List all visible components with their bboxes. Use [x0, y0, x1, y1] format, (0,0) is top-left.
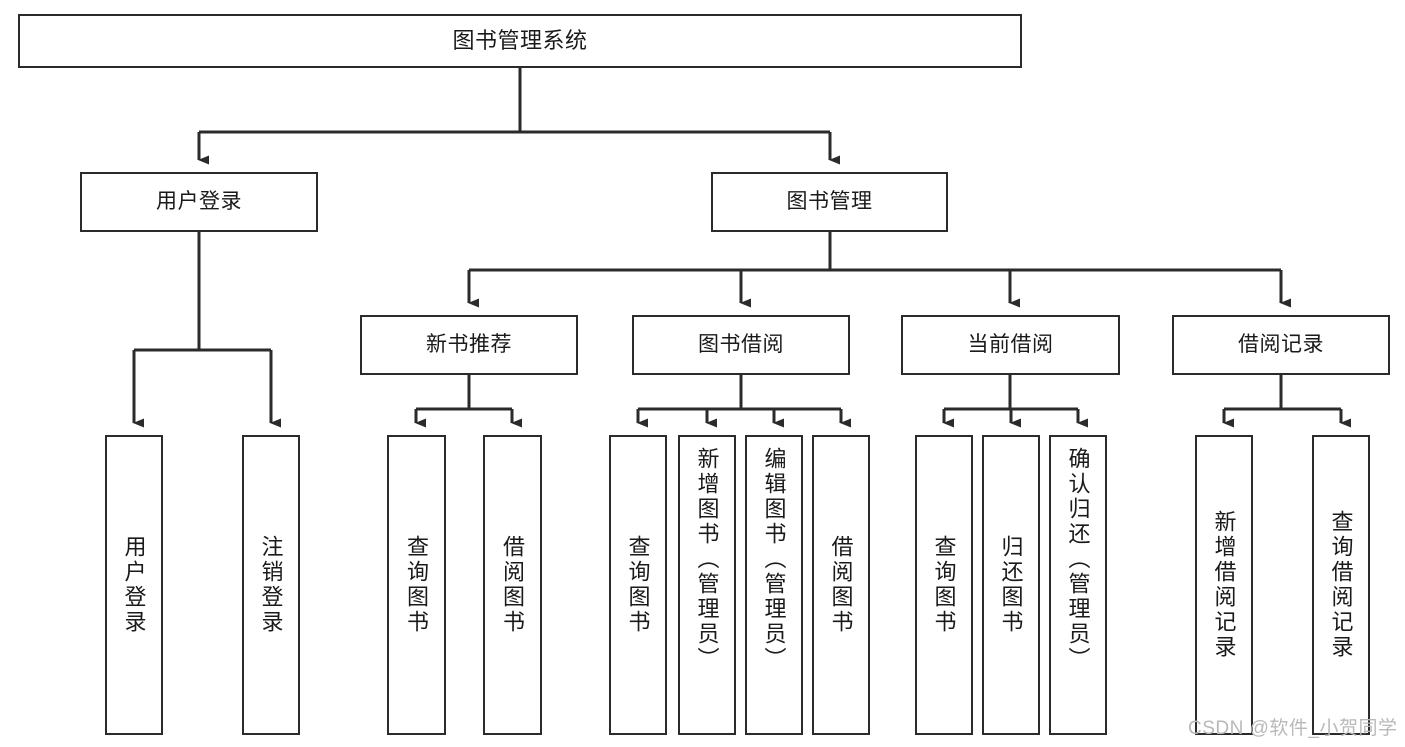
- node-user-login[interactable]: 用户登录: [80, 172, 318, 232]
- node-leaf-confirm-return-label: 确认归还（管理员）: [1065, 447, 1091, 672]
- node-leaf-borrow-book-rec[interactable]: 借阅图书: [483, 435, 542, 735]
- node-leaf-edit-book-label: 编辑图书（管理员）: [761, 447, 787, 672]
- node-leaf-query-book-cur-label: 查询图书: [931, 535, 957, 635]
- node-leaf-user-login-label: 用户登录: [121, 535, 147, 635]
- node-leaf-query-book-cur[interactable]: 查询图书: [915, 435, 973, 735]
- node-leaf-return-book-label: 归还图书: [998, 535, 1024, 635]
- node-leaf-borrow-book[interactable]: 借阅图书: [812, 435, 870, 735]
- node-root[interactable]: 图书管理系统: [18, 14, 1022, 68]
- node-user-login-label: 用户登录: [156, 189, 242, 213]
- node-leaf-confirm-return[interactable]: 确认归还（管理员）: [1049, 435, 1107, 735]
- node-leaf-query-book-borrow[interactable]: 查询图书: [609, 435, 667, 735]
- watermark-text: CSDN @软件_小贺同学: [1188, 718, 1398, 739]
- node-leaf-user-logout-label: 注销登录: [258, 535, 284, 635]
- node-new-book-rec[interactable]: 新书推荐: [360, 315, 578, 375]
- node-borrow-record[interactable]: 借阅记录: [1172, 315, 1390, 375]
- node-leaf-borrow-book-label: 借阅图书: [828, 535, 854, 635]
- node-current-borrow[interactable]: 当前借阅: [901, 315, 1120, 375]
- node-new-book-rec-label: 新书推荐: [426, 332, 512, 356]
- node-leaf-query-record[interactable]: 查询借阅记录: [1312, 435, 1370, 735]
- node-leaf-return-book[interactable]: 归还图书: [982, 435, 1040, 735]
- node-leaf-borrow-book-rec-label: 借阅图书: [500, 535, 526, 635]
- node-leaf-add-book-label: 新增图书（管理员）: [694, 447, 720, 672]
- node-leaf-add-record-label: 新增借阅记录: [1211, 510, 1237, 660]
- node-leaf-query-book-rec-label: 查询图书: [404, 535, 430, 635]
- node-book-manage[interactable]: 图书管理: [711, 172, 948, 232]
- node-leaf-user-logout[interactable]: 注销登录: [242, 435, 300, 735]
- node-leaf-query-book-rec[interactable]: 查询图书: [387, 435, 446, 735]
- node-borrow-record-label: 借阅记录: [1238, 332, 1324, 356]
- node-book-borrow[interactable]: 图书借阅: [632, 315, 850, 375]
- node-leaf-add-book[interactable]: 新增图书（管理员）: [678, 435, 736, 735]
- node-leaf-query-record-label: 查询借阅记录: [1328, 510, 1354, 660]
- node-leaf-query-book-borrow-label: 查询图书: [625, 535, 651, 635]
- node-leaf-add-record[interactable]: 新增借阅记录: [1195, 435, 1253, 735]
- node-book-borrow-label: 图书借阅: [698, 332, 784, 356]
- node-leaf-edit-book[interactable]: 编辑图书（管理员）: [745, 435, 803, 735]
- node-leaf-user-login[interactable]: 用户登录: [105, 435, 163, 735]
- node-root-label: 图书管理系统: [452, 27, 588, 53]
- node-book-manage-label: 图书管理: [786, 189, 873, 213]
- node-current-borrow-label: 当前借阅: [967, 332, 1054, 356]
